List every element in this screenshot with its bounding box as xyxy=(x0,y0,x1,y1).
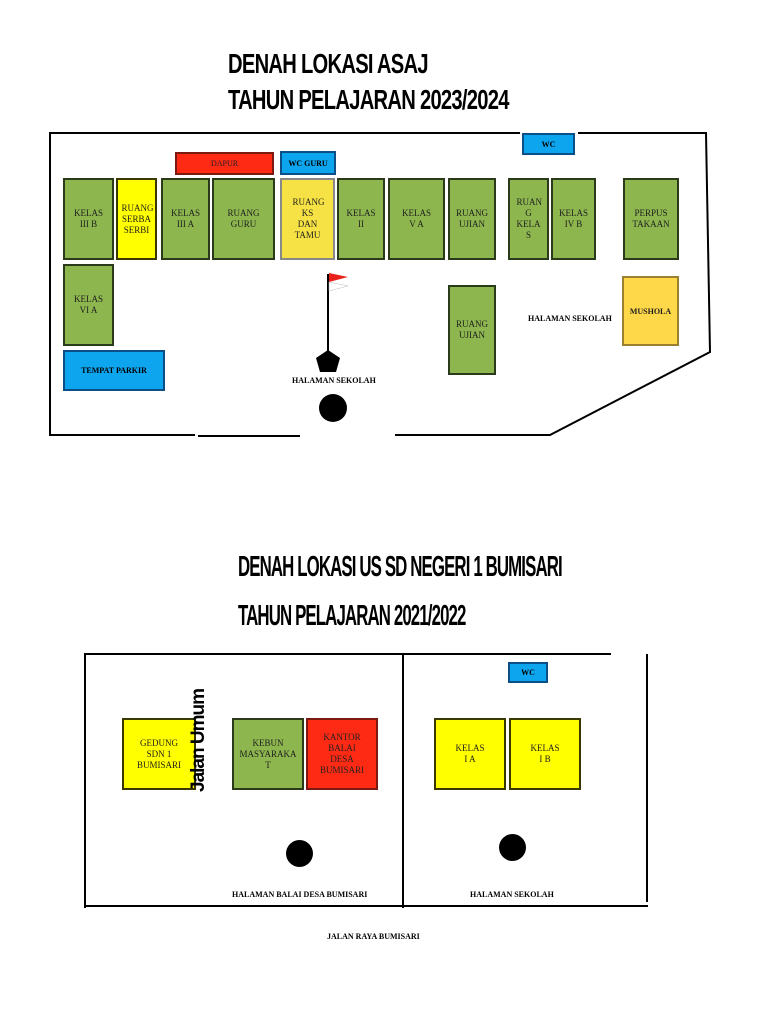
kelas-vi-a-label: KELAS VI A xyxy=(74,294,103,315)
kelas-vi-a-room: KELAS VI A xyxy=(63,264,114,346)
halaman-balai-label: HALAMAN BALAI DESA BUMISARI xyxy=(232,890,368,899)
gedung-sdn-room: GEDUNG SDN 1 BUMISARI xyxy=(122,718,196,790)
ruang-kelas-label: RUAN G KELA S xyxy=(516,197,543,240)
kantor-balai-desa-room: KANTOR BALAI DESA BUMISARI xyxy=(306,718,378,790)
wc-room-top: WC xyxy=(522,133,575,155)
map2-title-line2: TAHUN PELAJARAN 2021/2022 xyxy=(238,600,466,632)
ruang-guru-room: RUANG GURU xyxy=(212,178,275,260)
perpustakaan-room: PERPUS TAKAAN xyxy=(623,178,679,260)
kelas-v-a-label: KELAS V A xyxy=(402,208,431,229)
tree-icon-right xyxy=(499,834,526,861)
ruang-ks-label: RUANG KS DAN TAMU xyxy=(292,197,325,240)
ruang-serbaguna-room: RUANG SERBA SERBI xyxy=(116,178,157,260)
jalan-raya-label: JALAN RAYA BUMISARI xyxy=(327,932,420,941)
kebun-masyarakat-area: KEBUN MASYARAKA T xyxy=(232,718,304,790)
tree-icon-left xyxy=(286,840,313,867)
kantor-balai-desa-label: KANTOR BALAI DESA BUMISARI xyxy=(319,732,364,775)
kelas-i-a-room: KELAS I A xyxy=(434,718,506,790)
halaman-sekolah-right-label: HALAMAN SEKOLAH xyxy=(528,314,612,323)
ruang-ujian-mid-room: RUANG UJIAN xyxy=(448,285,496,375)
map2-outline xyxy=(84,653,648,908)
kelas-iii-a-label: KELAS III A xyxy=(171,208,200,229)
ruang-serbaguna-label: RUANG SERBA SERBI xyxy=(121,202,154,235)
ruang-ks-room: RUANG KS DAN TAMU xyxy=(280,178,335,260)
kelas-i-b-room: KELAS I B xyxy=(509,718,581,790)
ruang-ujian-top-room: RUANG UJIAN xyxy=(448,178,496,260)
wc-room-bottom: WC xyxy=(508,662,548,683)
perpustakaan-label: PERPUS TAKAAN xyxy=(632,208,670,229)
gedung-sdn-label: GEDUNG SDN 1 BUMISARI xyxy=(137,737,182,770)
kelas-iii-a-room: KELAS III A xyxy=(161,178,210,260)
map1-title-line1: DENAH LOKASI ASAJ xyxy=(228,48,429,79)
kelas-iv-b-room: KELAS IV B xyxy=(551,178,596,260)
wc-guru-room: WC GURU xyxy=(280,151,336,175)
kelas-i-b-label: KELAS I B xyxy=(530,743,560,764)
tempat-parkir-area: TEMPAT PARKIR xyxy=(63,350,165,391)
dapur-room: DAPUR xyxy=(175,152,274,175)
kelas-iv-b-label: KELAS IV B xyxy=(559,208,588,229)
kelas-i-a-label: KELAS I A xyxy=(455,743,485,764)
kebun-masyarakat-label: KEBUN MASYARAKA T xyxy=(239,737,297,770)
map1-outline xyxy=(49,132,712,437)
ruang-ujian-mid-label: RUANG UJIAN xyxy=(456,319,489,340)
kelas-ii-label: KELAS II xyxy=(346,208,376,229)
halaman-sekolah-center-label: HALAMAN SEKOLAH xyxy=(292,376,376,385)
kelas-v-a-room: KELAS V A xyxy=(388,178,445,260)
mushola-room: MUSHOLA xyxy=(622,276,679,346)
flag-icon xyxy=(316,273,349,372)
map1-title-line2: TAHUN PELAJARAN 2023/2024 xyxy=(228,84,509,115)
jalan-umum-label: Jalan Umum xyxy=(188,689,209,792)
ruang-guru-label: RUANG GURU xyxy=(227,208,260,229)
map2-title-line1: DENAH LOKASI US SD NEGERI 1 BUMISARI xyxy=(238,551,563,583)
halaman-sekolah-bottom-label: HALAMAN SEKOLAH xyxy=(470,890,554,899)
ruang-ujian-top-label: RUANG UJIAN xyxy=(456,208,489,229)
kelas-iii-b-label: KELAS III B xyxy=(74,208,103,229)
kelas-iii-b-room: KELAS III B xyxy=(63,178,114,260)
ruang-kelas-room: RUAN G KELA S xyxy=(508,178,549,260)
tree-icon xyxy=(319,394,347,422)
kelas-ii-room: KELAS II xyxy=(337,178,385,260)
